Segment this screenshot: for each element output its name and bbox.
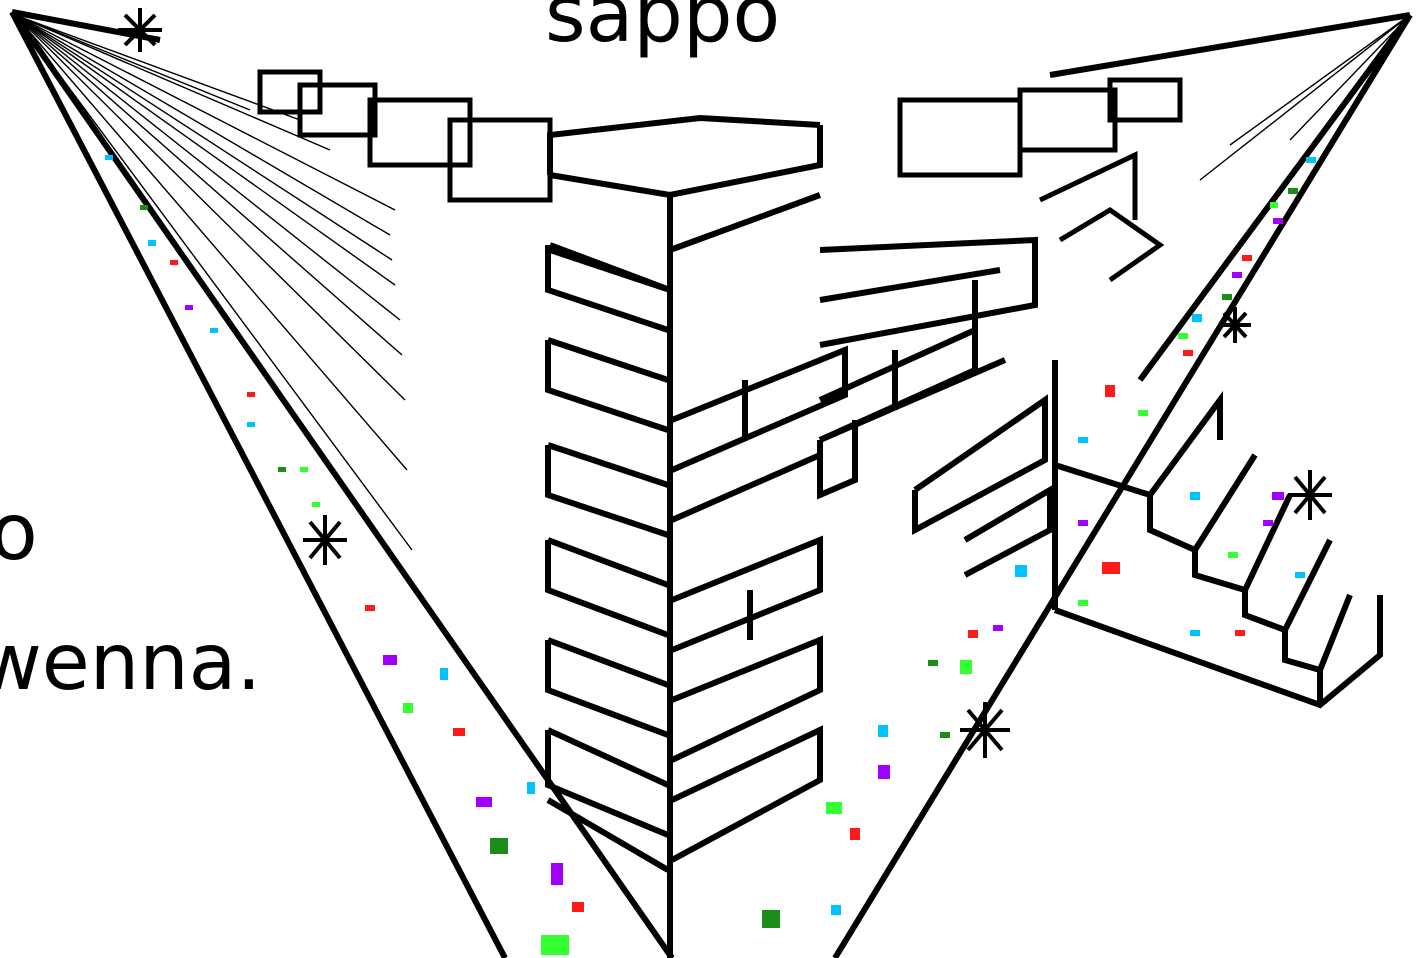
street-outline <box>9 9 1413 958</box>
title-text: sappo <box>545 0 781 60</box>
central-building <box>545 114 1383 958</box>
staircase <box>1054 390 1353 705</box>
side-text-line-2: wenna. <box>0 618 262 708</box>
vanishing-rays <box>14 14 1411 551</box>
side-text-line-1: o <box>0 488 38 578</box>
star-marks <box>118 8 1332 758</box>
confetti <box>105 155 1316 955</box>
rooftop-blocks <box>257 69 1183 283</box>
